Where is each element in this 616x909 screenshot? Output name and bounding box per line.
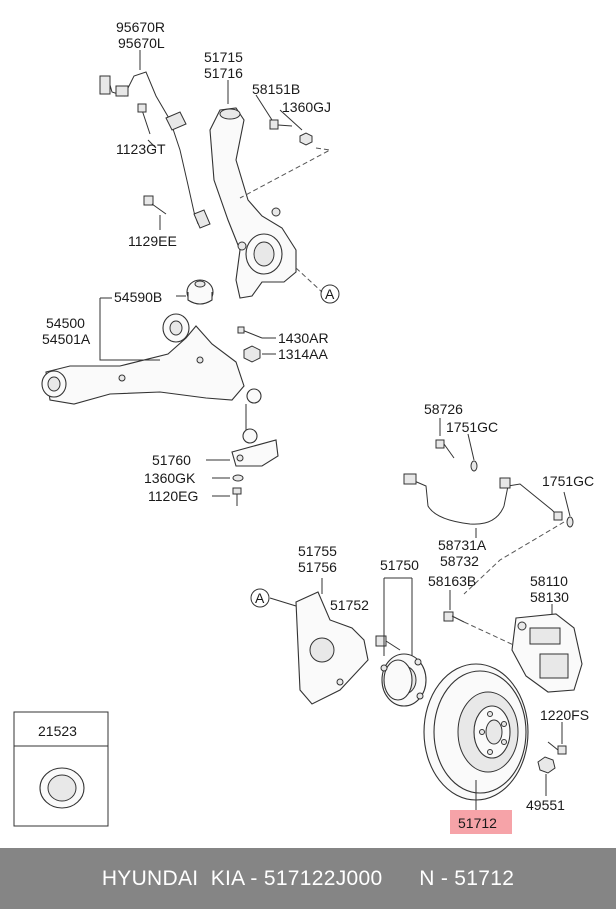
bolt-1120EG — [232, 487, 242, 506]
ball-joint-51760 — [231, 388, 279, 467]
label-54500: 54500 — [46, 315, 85, 331]
label-1751GC-b: 1751GC — [542, 473, 594, 489]
hub-bearing — [380, 653, 427, 707]
footer-text: HYUNDAI KIA - 517122J000 N - 51712 — [101, 866, 515, 890]
label-95670L: 95670L — [118, 35, 165, 51]
highlight-51712 — [450, 810, 512, 834]
label-1120EG: 1120EG — [148, 488, 198, 504]
nut-1314AA — [243, 345, 261, 363]
label-51755: 51755 — [298, 543, 337, 559]
label-58163B: 58163B — [428, 573, 476, 589]
bolt-1430AR — [237, 326, 263, 339]
bolt-1123GT — [137, 103, 151, 135]
label-58731A: 58731A — [438, 537, 487, 553]
exploded-parts-diagram: 95670R 95670L 1123GT 1129EE 51715 51716 … — [13, 19, 594, 834]
hub-bolt-51752 — [375, 635, 401, 651]
screw-1220FS — [547, 741, 567, 755]
label-1360GJ: 1360GJ — [282, 99, 331, 115]
label-58151B: 58151B — [252, 81, 300, 97]
washer-1751GC-a — [470, 460, 478, 472]
label-1123GT: 1123GT — [116, 141, 166, 157]
nut-49551 — [537, 756, 556, 774]
brake-caliper — [511, 613, 583, 693]
wheel-speed-sensor — [99, 71, 211, 229]
label-51715: 51715 — [204, 49, 243, 65]
label-ref-a-bottom: A — [255, 590, 265, 606]
label-21523: 21523 — [38, 723, 77, 739]
label-54590B: 54590B — [114, 289, 162, 305]
reference-marker-a-top: A — [320, 284, 340, 304]
reference-marker-a-bottom: A — [250, 588, 270, 608]
bushing-54590B — [186, 279, 214, 305]
brake-disc — [423, 663, 529, 801]
label-95670R: 95670R — [116, 19, 165, 35]
label-51756: 51756 — [298, 559, 337, 575]
bolt-1129EE — [143, 195, 167, 215]
nut-1360GK — [232, 474, 244, 482]
label-51750: 51750 — [380, 557, 419, 573]
lower-control-arm — [41, 313, 245, 405]
washer-1751GC-b — [566, 516, 574, 528]
label-1430AR: 1430AR — [278, 330, 329, 346]
label-1360GK: 1360GK — [144, 470, 196, 486]
label-ref-a-top: A — [325, 286, 335, 302]
label-58130: 58130 — [530, 589, 569, 605]
label-58110: 58110 — [530, 573, 568, 589]
label-51752: 51752 — [330, 597, 369, 613]
label-54501A: 54501A — [42, 331, 91, 347]
inset-box-21523 — [13, 711, 109, 827]
nut-1360GJ — [299, 132, 313, 146]
bolt-58726 — [435, 439, 455, 459]
label-49551: 49551 — [526, 797, 565, 813]
bolt-58151B — [269, 119, 293, 130]
brake-hose — [403, 473, 563, 525]
dust-cover — [295, 591, 369, 705]
label-51712: 51712 — [458, 815, 497, 831]
steering-knuckle — [209, 107, 297, 299]
label-58726: 58726 — [424, 401, 463, 417]
label-1751GC-a: 1751GC — [446, 419, 498, 435]
label-1220FS: 1220FS — [540, 707, 589, 723]
label-1129EE: 1129EE — [128, 233, 177, 249]
label-51716: 51716 — [204, 65, 243, 81]
label-51760: 51760 — [152, 452, 191, 468]
label-1314AA: 1314AA — [278, 346, 328, 362]
label-58732: 58732 — [440, 553, 479, 569]
footer-bar: HYUNDAI KIA - 517122J000 N - 51712 — [0, 848, 616, 909]
bolt-58163B — [443, 611, 465, 623]
